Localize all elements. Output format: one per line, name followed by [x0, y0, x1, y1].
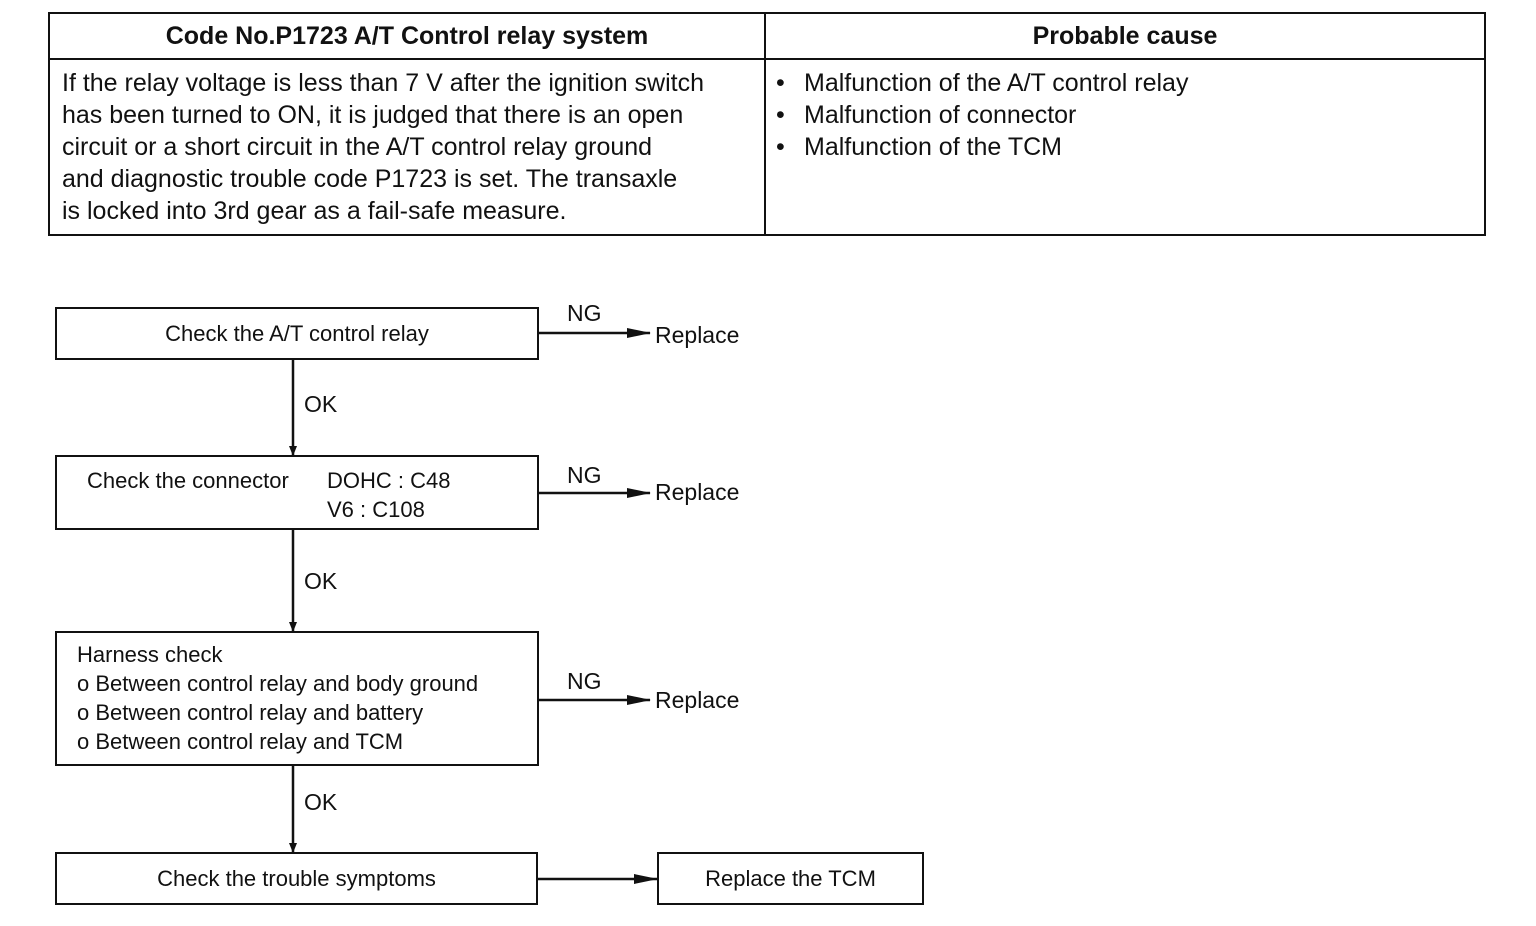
ng-label: NG	[567, 668, 602, 694]
step-check-connector: Check the connector DOHC : C48 V6 : C108	[55, 455, 539, 530]
replace-label: Replace	[655, 479, 740, 505]
step-check-symptoms: Check the trouble symptoms	[55, 852, 538, 905]
harness-list: o Between control relay and body ground …	[77, 669, 537, 756]
ok-label: OK	[304, 391, 338, 417]
step-harness-check: Harness check o Between control relay an…	[55, 631, 539, 766]
cause-item: Malfunction of the A/T control relay	[776, 67, 1474, 99]
harness-title: Harness check	[77, 642, 223, 667]
replace-label: Replace	[655, 322, 740, 348]
code-description: If the relay voltage is less than 7 V af…	[48, 58, 766, 236]
replace-label: Replace	[655, 687, 740, 713]
ok-label: OK	[304, 568, 338, 594]
description-line: If the relay voltage is less than 7 V af…	[62, 69, 705, 97]
cause-item: Malfunction of connector	[776, 99, 1474, 131]
step-replace-tcm-label: Replace the TCM	[705, 866, 876, 891]
step-replace-tcm: Replace the TCM	[657, 852, 924, 905]
connector-label: Check the connector	[87, 468, 289, 493]
step-check-symptoms-label: Check the trouble symptoms	[157, 866, 436, 891]
description-line: circuit or a short circuit in the A/T co…	[62, 133, 653, 161]
probable-cause-cell: Malfunction of the A/T control relay Mal…	[764, 58, 1486, 236]
connector-v6: V6 : C108	[327, 497, 425, 522]
step-check-relay-label: Check the A/T control relay	[165, 321, 429, 346]
description-line: has been turned to ON, it is judged that…	[62, 101, 684, 129]
code-header: Code No.P1723 A/T Control relay system	[48, 12, 766, 60]
harness-item: o Between control relay and TCM	[77, 729, 404, 754]
connector-dohc: DOHC : C48	[327, 468, 451, 493]
description-line: and diagnostic trouble code P1723 is set…	[62, 165, 678, 193]
harness-item: o Between control relay and battery	[77, 700, 424, 725]
probable-cause-list: Malfunction of the A/T control relay Mal…	[776, 67, 1474, 163]
ng-label: NG	[567, 462, 602, 488]
ng-label: NG	[567, 300, 602, 326]
description-line: is locked into 3rd gear as a fail-safe m…	[62, 197, 567, 225]
ok-label: OK	[304, 789, 338, 815]
step-check-relay: Check the A/T control relay	[55, 307, 539, 360]
harness-item: o Between control relay and body ground	[77, 671, 479, 696]
probable-cause-header: Probable cause	[764, 12, 1486, 60]
cause-item: Malfunction of the TCM	[776, 131, 1474, 163]
diagnostic-code-table: Code No.P1723 A/T Control relay system P…	[48, 12, 1486, 236]
